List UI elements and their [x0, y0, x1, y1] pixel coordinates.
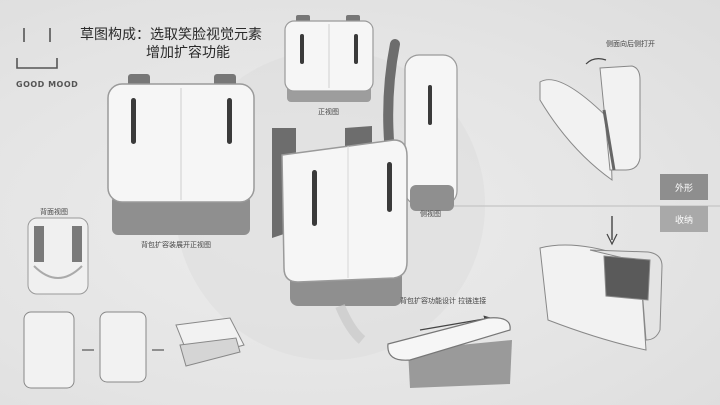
tab-storage[interactable]: 收纳 [660, 206, 708, 232]
side-open-sketch [539, 58, 641, 181]
side-open-label: 侧面向后侧打开 [606, 40, 655, 48]
side-view-label: 侧视图 [420, 210, 441, 218]
backpack-front-view [284, 15, 374, 102]
sketch-heading: 草图构成：选取笑脸视觉元素 增加扩容功能 [80, 26, 262, 62]
good-mood-logo [16, 28, 58, 69]
expand-front-label: 背包扩容装展开正视图 [141, 241, 211, 249]
heading-line-1: 草图构成：选取笑脸视觉元素 [80, 27, 262, 43]
front-view-label: 正视图 [318, 108, 339, 116]
brand-name: GOOD MOOD [16, 80, 79, 89]
heading-line-2: 增加扩容功能 [146, 45, 230, 61]
back-view-label: 背面视图 [40, 208, 68, 216]
expand-design-label: 背包扩容功能设计 拉链连接 [400, 297, 487, 305]
backpack-perspective-view [272, 126, 408, 344]
backpack-back-view [27, 217, 89, 295]
tab-appearance[interactable]: 外形 [660, 174, 708, 200]
expansion-pouch [387, 315, 512, 388]
open-bag-sketch [539, 216, 663, 351]
sequence-sketches [23, 311, 245, 389]
backpack-front-large [107, 74, 255, 235]
